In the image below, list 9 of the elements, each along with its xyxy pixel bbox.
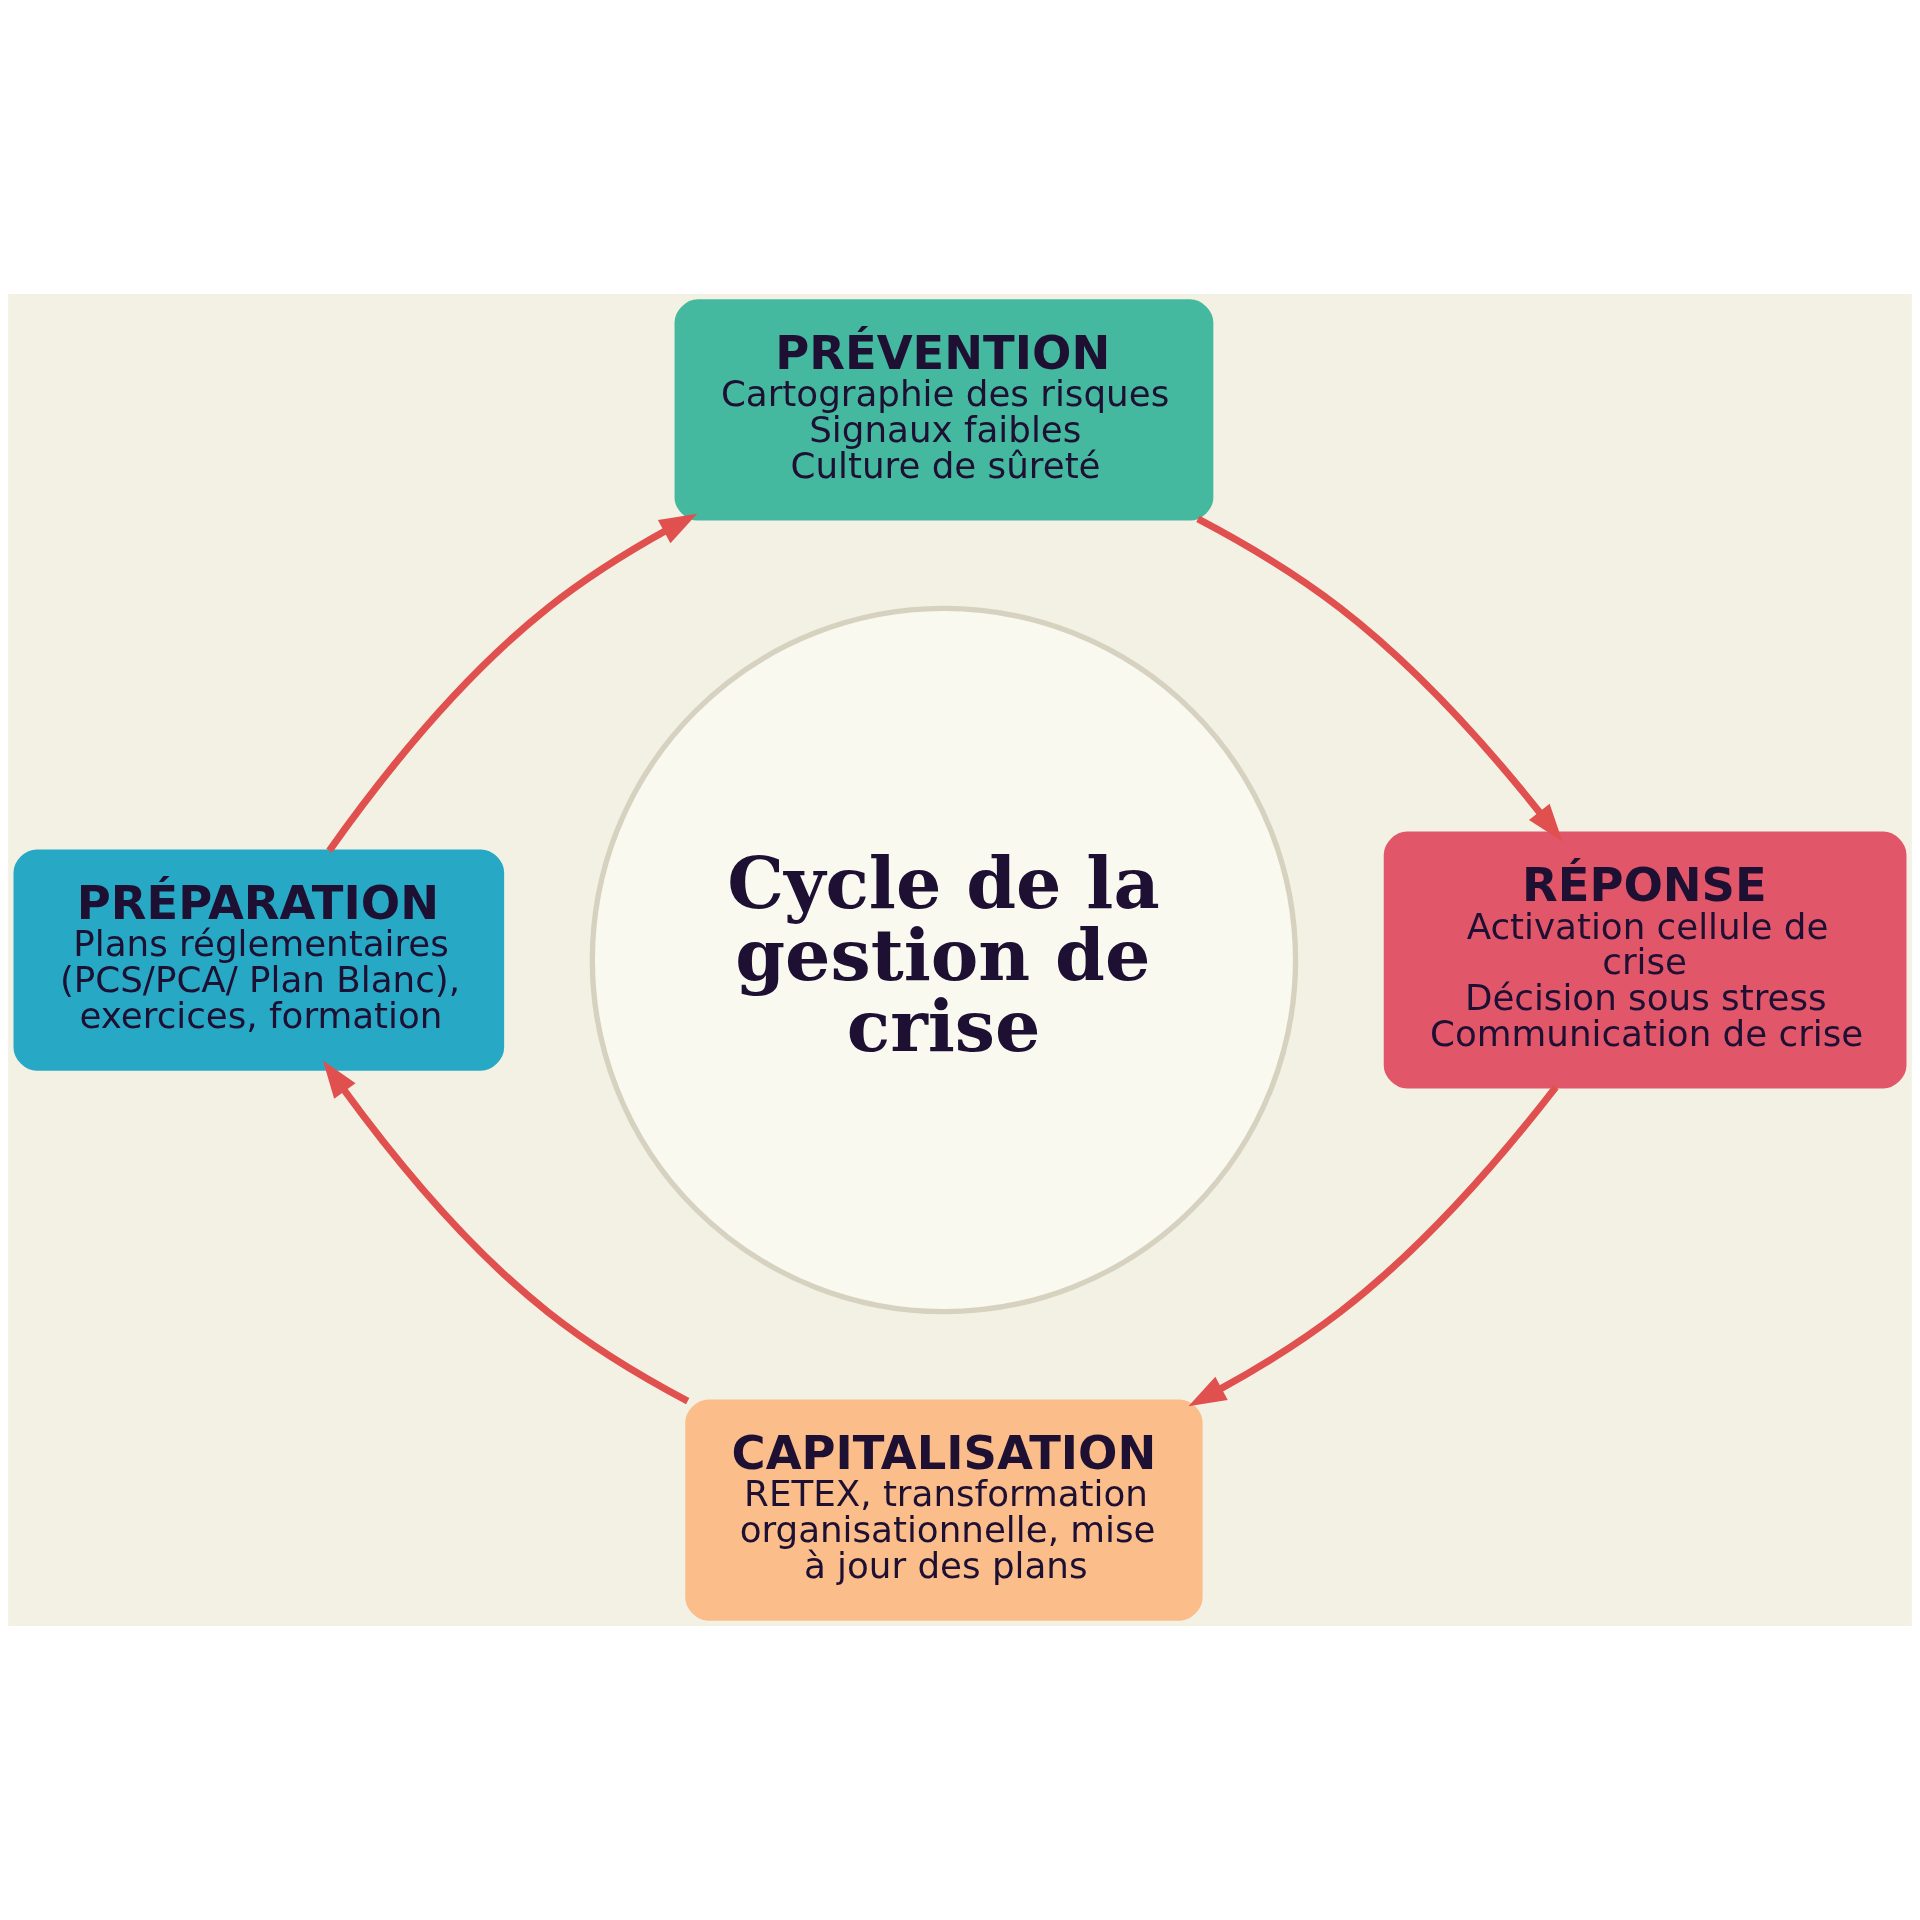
arrow (1188, 1084, 1559, 1407)
arrow (1196, 515, 1563, 842)
node-box: RÉPONSE Activation cellule de crise Décision sous stress Communication de crise (1383, 831, 1907, 1089)
node-box: PRÉPARATION Plans réglementaires (PCS/PCA/ Plan Blanc), exercices, formation (13, 849, 505, 1071)
node-box: PRÉVENTION Cartographie des risques Signaux faibles Culture de sûreté (674, 299, 1214, 521)
arrow (326, 513, 698, 853)
arrow (322, 1060, 690, 1405)
node-circle: Cycle de la gestion de crise (589, 605, 1299, 1315)
node-box: CAPITALISATION RETEX, transformation organisationnelle, mise à jour des plans (685, 1399, 1203, 1621)
